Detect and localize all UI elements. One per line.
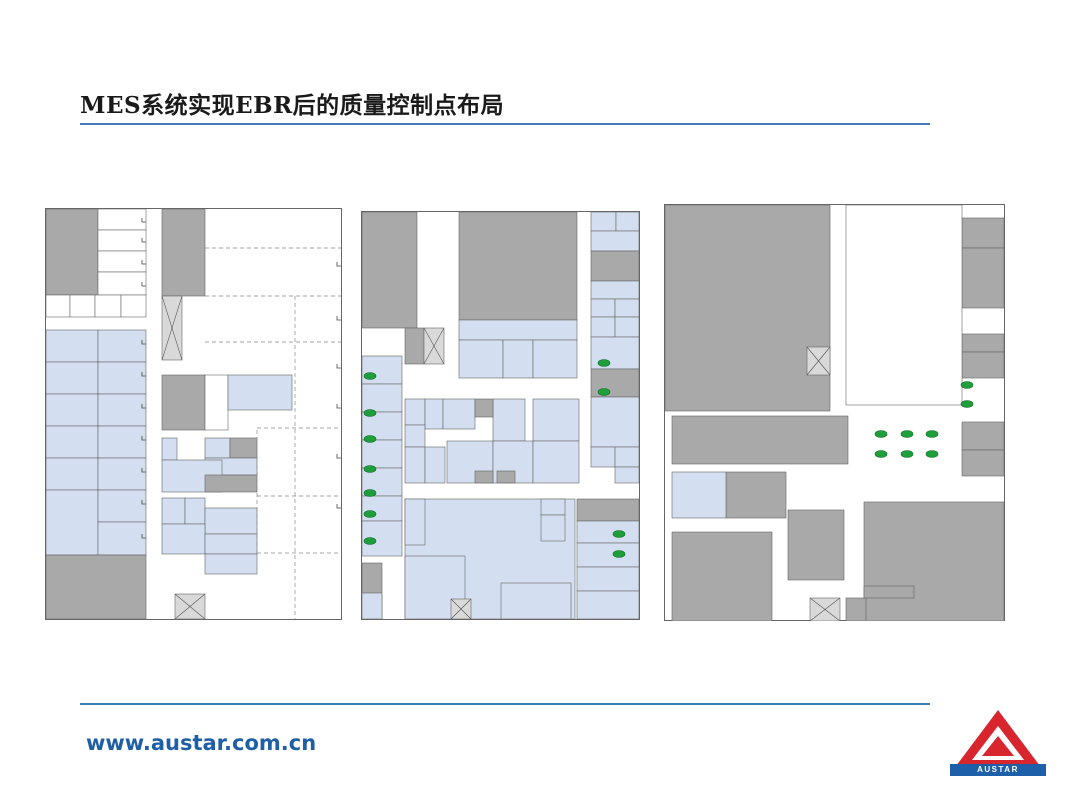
floor-plan-middle-drawing — [361, 211, 640, 620]
floor-plan-right — [664, 204, 1005, 621]
title-divider — [80, 123, 930, 125]
company-url-link[interactable]: www.austar.com.cn — [86, 731, 317, 755]
austar-logo-text: AUSTAR — [977, 765, 1019, 774]
floor-plan-right-drawing — [664, 204, 1005, 621]
austar-logo-icon — [950, 710, 1046, 776]
floor-plan-left — [45, 208, 342, 620]
floor-plan-middle — [361, 211, 640, 620]
footer-divider — [80, 703, 930, 705]
floor-plan-left-drawing — [45, 208, 342, 620]
page-title: MES系统实现EBR后的质量控制点布局 — [80, 92, 505, 119]
